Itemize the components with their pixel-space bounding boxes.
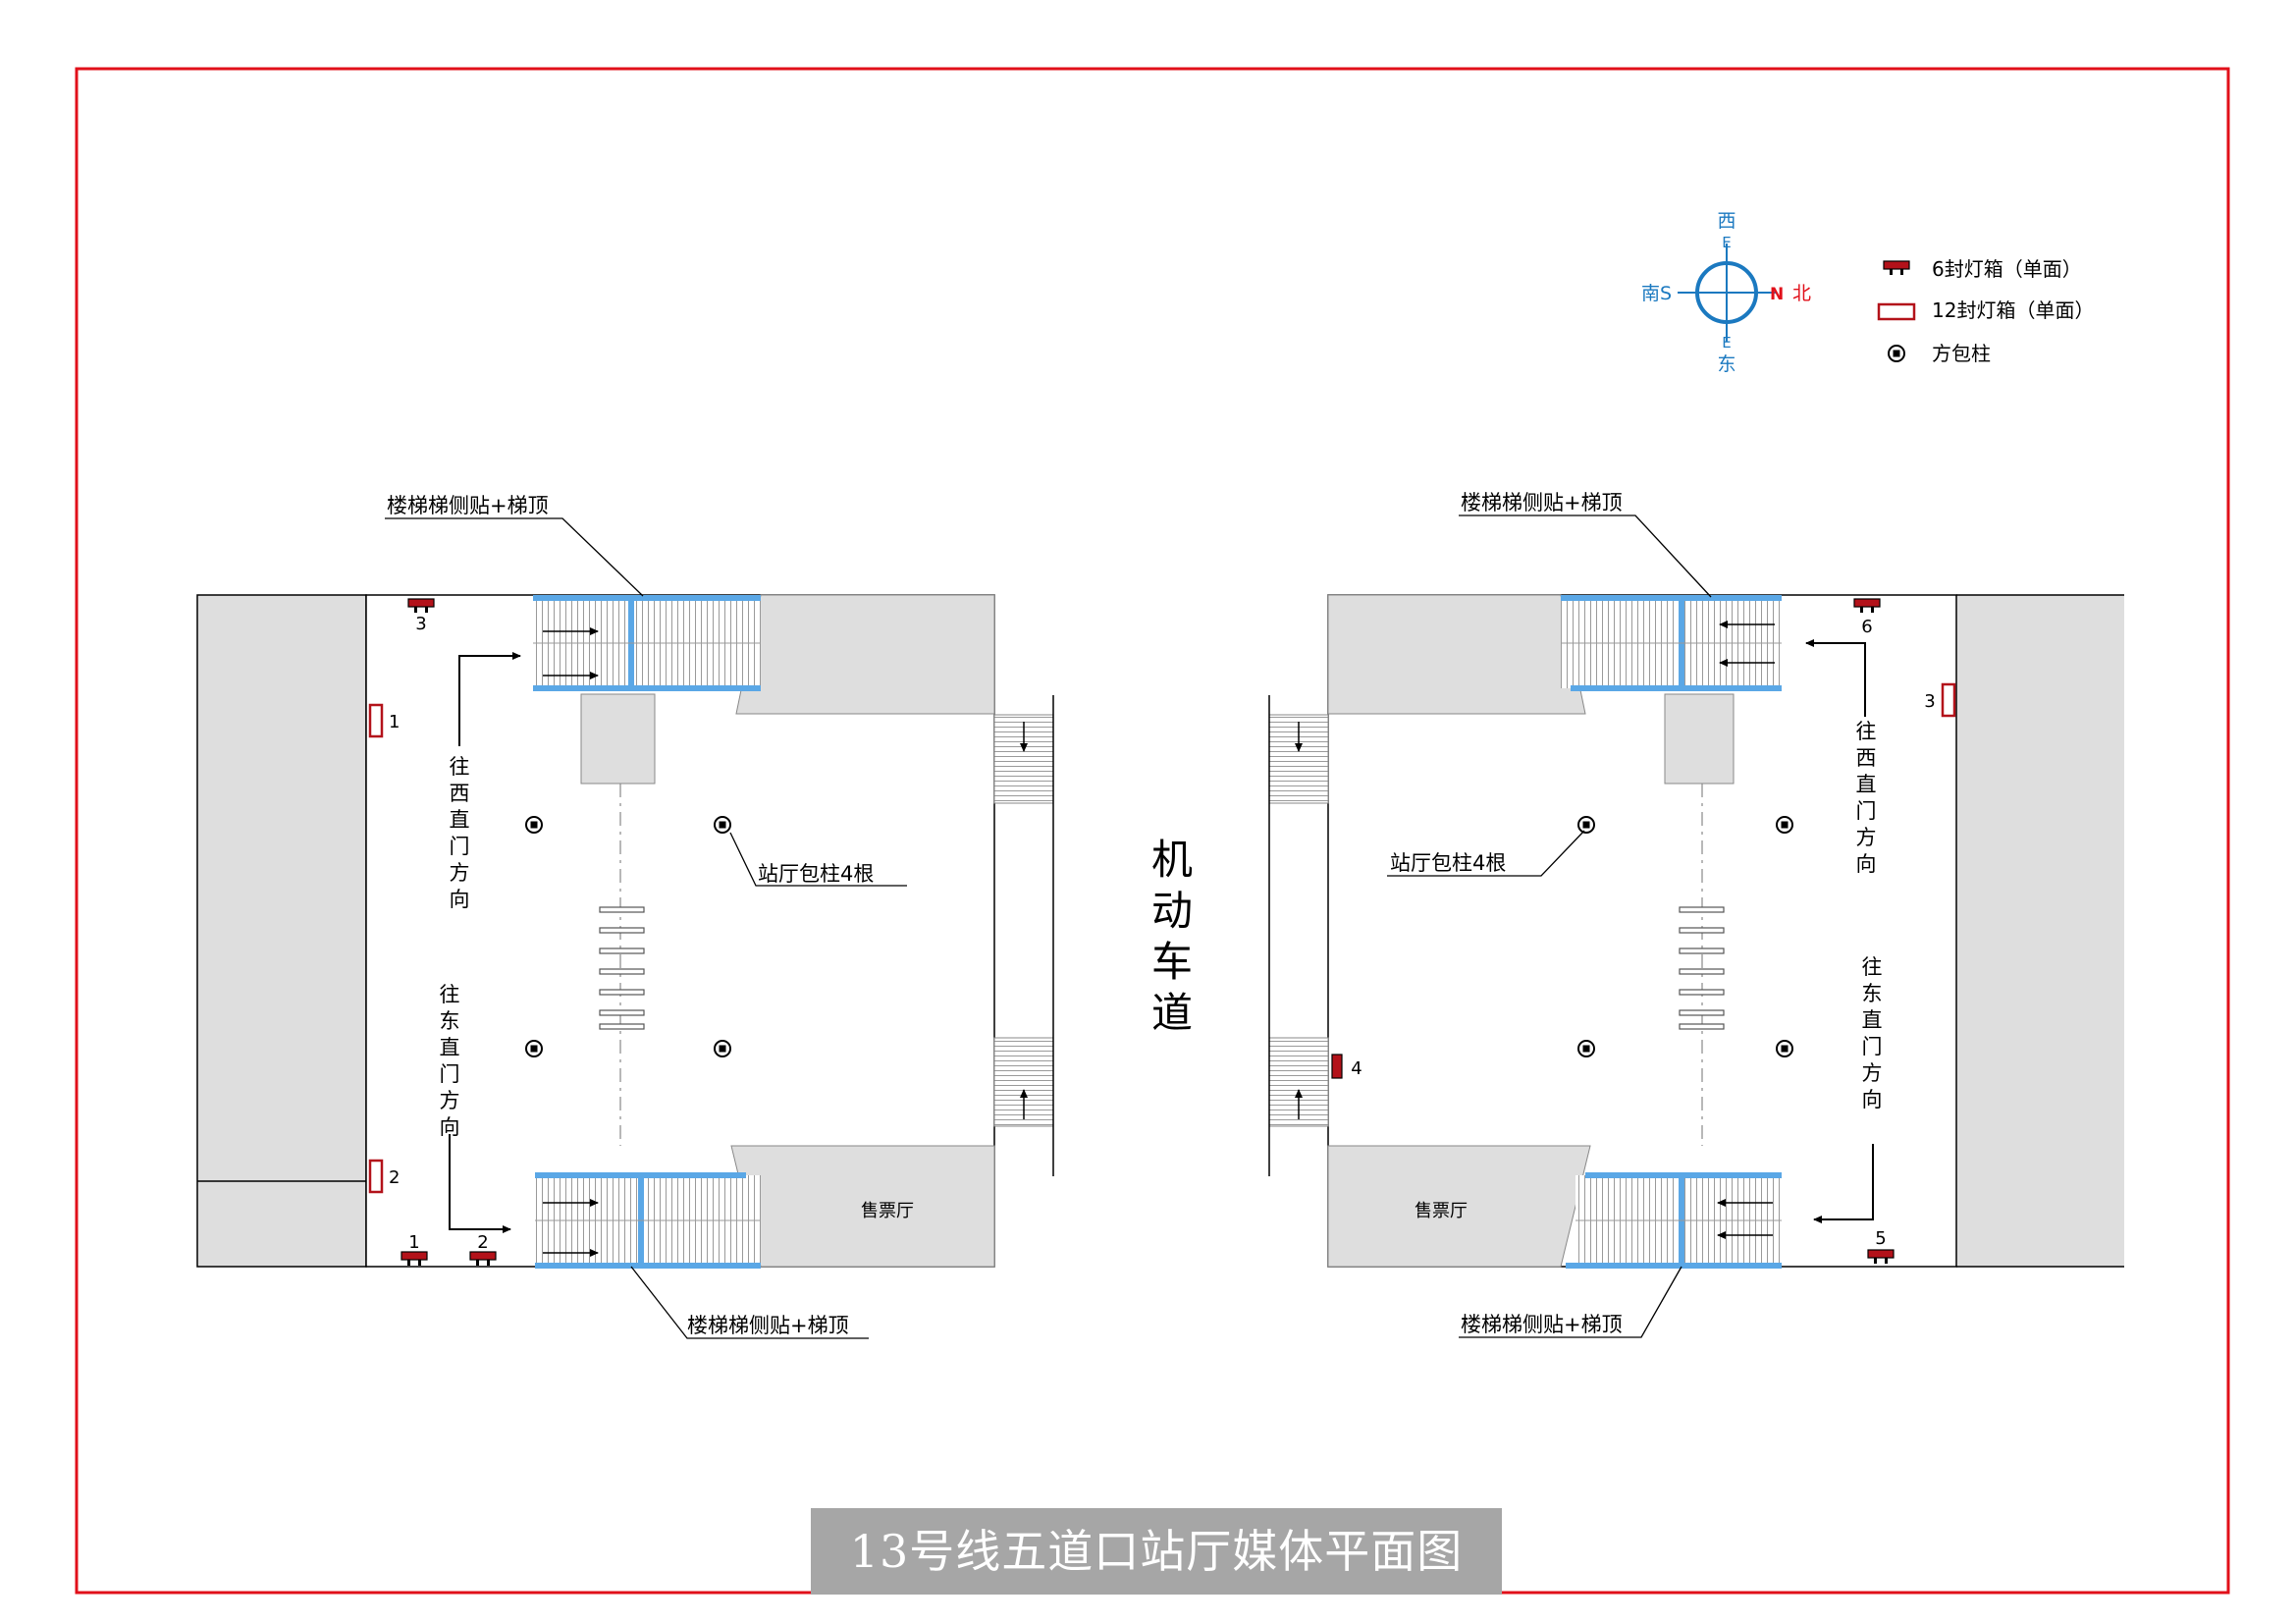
right-outer-wall xyxy=(1956,595,2124,1267)
road-label: 机动车道 xyxy=(1151,836,1193,1037)
left-stair-label-top: 楼梯梯侧贴+梯顶 xyxy=(387,494,549,517)
left-stair-label-bottom: 楼梯梯侧贴+梯顶 xyxy=(687,1314,849,1337)
right-stair-label-top: 楼梯梯侧贴+梯顶 xyxy=(1461,491,1623,514)
left-marker-1-floor: 1 xyxy=(408,1232,419,1253)
left-station-hall: 往西直门方向 往东直门方向 1 2 1 2 3 楼梯梯侧贴+梯顶 楼梯梯侧贴+梯… xyxy=(196,494,1054,1339)
right-stair-label-bottom: 楼梯梯侧贴+梯顶 xyxy=(1461,1313,1623,1336)
right-ticket-hall-label: 售票厅 xyxy=(1415,1201,1468,1221)
compass-east-letter: E xyxy=(1722,334,1731,352)
left-column-label: 站厅包柱4根 xyxy=(758,862,874,886)
left-marker-2-floor: 2 xyxy=(477,1232,488,1253)
right-column xyxy=(1577,816,1595,834)
compass-north-label: 北 xyxy=(1792,283,1811,304)
right-column xyxy=(1776,816,1793,834)
legend-label-6-lightbox: 6封灯箱（单面） xyxy=(1932,257,2082,281)
right-column-label: 站厅包柱4根 xyxy=(1390,851,1506,875)
left-12-lightbox-icon xyxy=(368,703,384,738)
left-marker-3-floor: 3 xyxy=(415,614,426,634)
legend-label-12-lightbox: 12封灯箱（单面） xyxy=(1932,298,2094,322)
right-marker-5: 5 xyxy=(1875,1228,1886,1249)
left-fare-gates xyxy=(599,906,645,1030)
left-core-block xyxy=(580,693,656,785)
legend: 6封灯箱（单面） 12封灯箱（单面） 方包柱 xyxy=(1877,257,2094,365)
left-direction-west: 往西直门方向 xyxy=(450,755,470,911)
left-12-lightbox-icon xyxy=(368,1159,384,1194)
right-fare-gates xyxy=(1679,906,1725,1030)
legend-label-square-column: 方包柱 xyxy=(1932,342,1991,365)
right-direction-east: 往东直门方向 xyxy=(1862,955,1883,1111)
left-direction-east: 往东直门方向 xyxy=(440,983,460,1139)
right-6-lightbox-icon-wall xyxy=(1331,1054,1343,1079)
left-outer-wall xyxy=(196,594,367,1268)
left-solid-block-top xyxy=(735,594,995,715)
right-direction-west: 往西直门方向 xyxy=(1856,720,1877,876)
compass-west-label: 西 xyxy=(1717,210,1735,232)
right-solid-block-top xyxy=(1327,594,1586,715)
compass-west-letter: E xyxy=(1722,234,1731,251)
right-ticket-hall-block xyxy=(1327,1145,1591,1268)
left-column xyxy=(525,1040,543,1057)
left-marker-1-wall: 1 xyxy=(389,712,400,732)
right-exit-stair-bottom xyxy=(1268,1037,1329,1127)
compass-east-label: 东 xyxy=(1717,353,1735,375)
left-ticket-hall-label: 售票厅 xyxy=(861,1201,914,1221)
right-12-lightbox-icon xyxy=(1941,682,1956,718)
right-marker-3: 3 xyxy=(1924,691,1935,712)
left-column xyxy=(525,816,543,834)
left-column xyxy=(714,1040,731,1057)
svg-text:机动车道: 机动车道 xyxy=(1151,836,1193,1037)
right-column xyxy=(1577,1040,1595,1057)
compass-rose: 西 E E 东 南S N 北 xyxy=(1641,210,1811,375)
legend-6-lightbox-icon xyxy=(1883,260,1910,276)
compass-north-letter: N xyxy=(1770,285,1784,304)
legend-12-lightbox-icon xyxy=(1877,302,1916,321)
left-marker-2-wall: 2 xyxy=(389,1167,400,1188)
right-column xyxy=(1776,1040,1793,1057)
legend-square-column-icon xyxy=(1888,345,1905,362)
left-column xyxy=(714,816,731,834)
page-title: 13号线五道口站厅媒体平面图 xyxy=(811,1508,1502,1595)
right-core-block xyxy=(1664,693,1735,785)
right-marker-4: 4 xyxy=(1351,1058,1362,1079)
right-marker-6: 6 xyxy=(1861,617,1872,637)
right-station-hall: 往西直门方向 往东直门方向 6 3 4 5 楼梯梯侧贴+梯顶 楼梯梯侧贴+梯顶 … xyxy=(1268,491,2124,1338)
compass-south-label: 南S xyxy=(1641,283,1672,304)
